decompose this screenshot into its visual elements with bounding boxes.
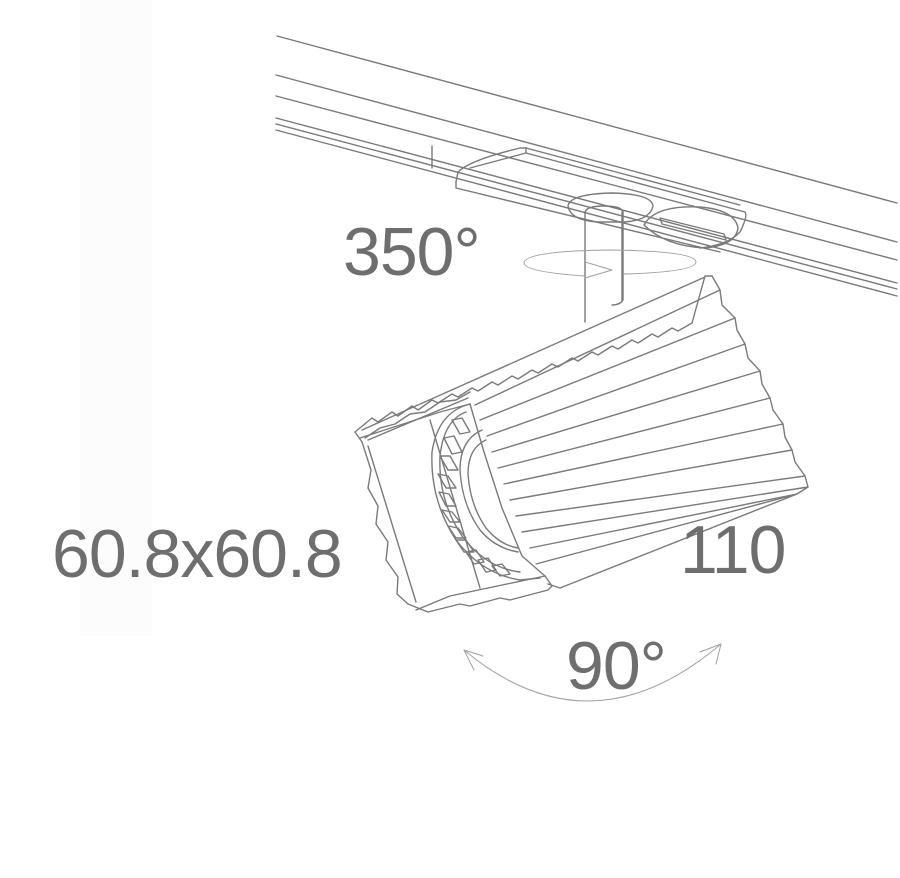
lens-fins: [437, 417, 511, 577]
background-strip: [80, 0, 152, 636]
tilt-angle-label: 90°: [566, 628, 667, 704]
spotlight-head: [354, 275, 809, 613]
rotation-arrow-icon: [523, 249, 697, 279]
track-rail: [275, 35, 898, 297]
length-dimension-label: 110: [680, 512, 786, 588]
rotation-angle-label: 350°: [343, 214, 481, 290]
tilt-arrow-icon: [463, 643, 722, 702]
cross-section-dimension-label: 60.8x60.8: [52, 516, 343, 592]
track-adapter: [455, 147, 747, 253]
mounting-stem: [567, 192, 654, 323]
